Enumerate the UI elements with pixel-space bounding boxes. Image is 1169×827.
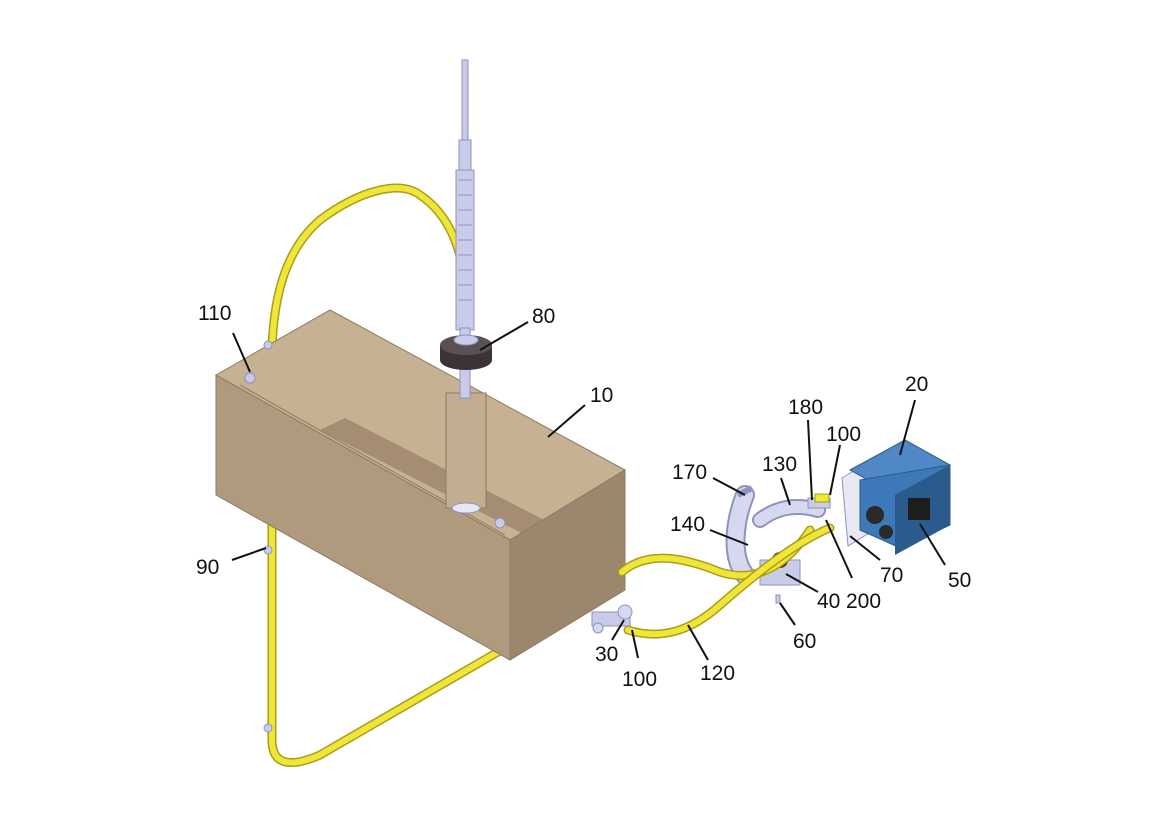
- callout-100-upper: 100: [826, 423, 861, 446]
- leader-120: [687, 624, 709, 661]
- callout-140: 140: [670, 513, 705, 536]
- leader-lines: [231, 321, 946, 661]
- leader-200: [825, 519, 853, 579]
- leader-40: [785, 573, 819, 593]
- callout-120: 120: [700, 662, 735, 685]
- leader-80: [479, 321, 529, 351]
- valve-fitting: [591, 604, 633, 634]
- control-box: [841, 439, 952, 555]
- callout-200: 200: [846, 590, 881, 613]
- leader-180: [807, 419, 813, 501]
- hose-pump: [617, 493, 835, 639]
- callout-170: 170: [672, 461, 707, 484]
- leader-30: [611, 619, 625, 641]
- filler-cap: [440, 334, 492, 370]
- leader-140: [709, 529, 749, 546]
- leader-60: [779, 602, 796, 626]
- callout-180: 180: [788, 396, 823, 419]
- callout-10: 10: [590, 384, 613, 407]
- callout-20: 20: [905, 373, 928, 396]
- callout-30: 30: [595, 643, 618, 666]
- leader-90: [231, 547, 267, 561]
- callout-110: 110: [198, 302, 231, 325]
- leader-100b: [631, 629, 639, 659]
- callout-60: 60: [793, 630, 816, 653]
- callout-100-lower: 100: [622, 668, 657, 691]
- callout-40: 40: [817, 590, 840, 613]
- leader-20: [899, 399, 916, 456]
- leader-130: [780, 477, 791, 506]
- leader-50: [919, 523, 946, 566]
- leader-170: [712, 477, 746, 496]
- callout-50: 50: [948, 569, 971, 592]
- leader-70: [849, 535, 881, 561]
- callout-90: 90: [196, 556, 219, 579]
- leader-10: [547, 404, 586, 438]
- callout-70: 70: [880, 564, 903, 587]
- callout-80: 80: [532, 305, 555, 328]
- callout-labels: 110 80 10 20 180 100 130 170 140 90 40 2…: [196, 302, 971, 691]
- leader-110: [232, 332, 251, 373]
- hose-loop-lower: [267, 515, 515, 767]
- tank: [214, 309, 627, 733]
- callout-130: 130: [762, 453, 797, 476]
- hose-loop-upper: [267, 183, 471, 380]
- leader-100a: [829, 444, 841, 496]
